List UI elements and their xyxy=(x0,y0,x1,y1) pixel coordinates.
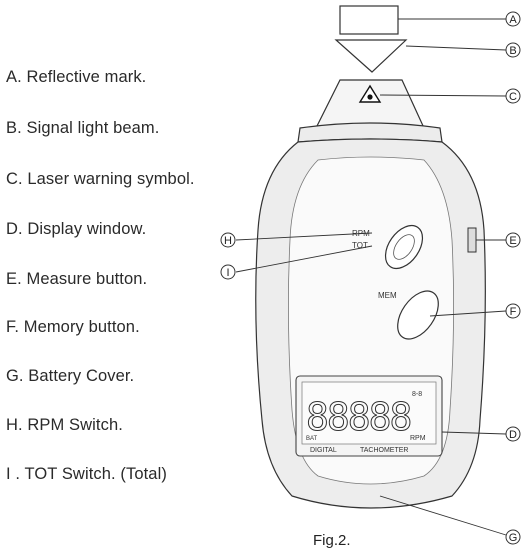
legend-item-h: H. RPM Switch. xyxy=(6,416,123,434)
svg-text:G: G xyxy=(509,532,518,544)
legend-item-f: F. Memory button. xyxy=(6,318,140,336)
legend-item-c: C. Laser warning symbol. xyxy=(6,170,195,188)
svg-text:F: F xyxy=(510,306,517,318)
svg-text:D: D xyxy=(509,429,517,441)
reflective-mark xyxy=(339,5,399,35)
legend-item-i: I . TOT Switch. (Total) xyxy=(6,465,167,483)
callout-d: D xyxy=(505,426,521,442)
measure-button-side xyxy=(467,227,477,253)
legend-item-a: A. Reflective mark. xyxy=(6,68,147,86)
svg-text:C: C xyxy=(509,91,517,103)
callout-g: G xyxy=(505,529,521,545)
display-digits: 88888 xyxy=(306,395,411,439)
legend-item-g: G. Battery Cover. xyxy=(6,367,135,385)
svg-text:H: H xyxy=(224,235,232,247)
memory-button: MEM xyxy=(378,290,439,340)
callout-e: E xyxy=(505,232,521,248)
callout-a: A xyxy=(505,11,521,27)
svg-text:E: E xyxy=(509,235,516,247)
display-indicator: 8-8 xyxy=(412,391,422,398)
svg-text:B: B xyxy=(509,45,516,57)
figure-caption: Fig.2. xyxy=(313,532,351,549)
legend-item-e: E. Measure button. xyxy=(6,270,148,288)
display-window: 8-8 88888 BAT RPM DIGITAL TACHOMETER xyxy=(295,375,443,457)
callout-i: I xyxy=(220,264,236,280)
callout-c: C xyxy=(505,88,521,104)
legend-item-d: D. Display window. xyxy=(6,220,147,238)
memory-button-label: MEM xyxy=(378,291,397,300)
legend-item-b: B. Signal light beam. xyxy=(6,119,160,137)
signal-light-beam xyxy=(334,39,408,73)
leader-lines xyxy=(235,18,507,536)
display-caption-right: TACHOMETER xyxy=(360,447,408,454)
callout-h: H xyxy=(220,232,236,248)
display-unit-label: RPM xyxy=(410,435,426,442)
callout-f: F xyxy=(505,303,521,319)
svg-text:I: I xyxy=(226,267,229,279)
battery-indicator: BAT xyxy=(306,436,318,442)
callout-b: B xyxy=(505,42,521,58)
tot-switch-label: TOT xyxy=(352,241,368,250)
legend-list: A. Reflective mark. B. Signal light beam… xyxy=(6,68,195,483)
svg-text:A: A xyxy=(509,14,517,26)
display-caption-left: DIGITAL xyxy=(310,447,337,454)
laser-warning-symbol xyxy=(358,84,382,103)
